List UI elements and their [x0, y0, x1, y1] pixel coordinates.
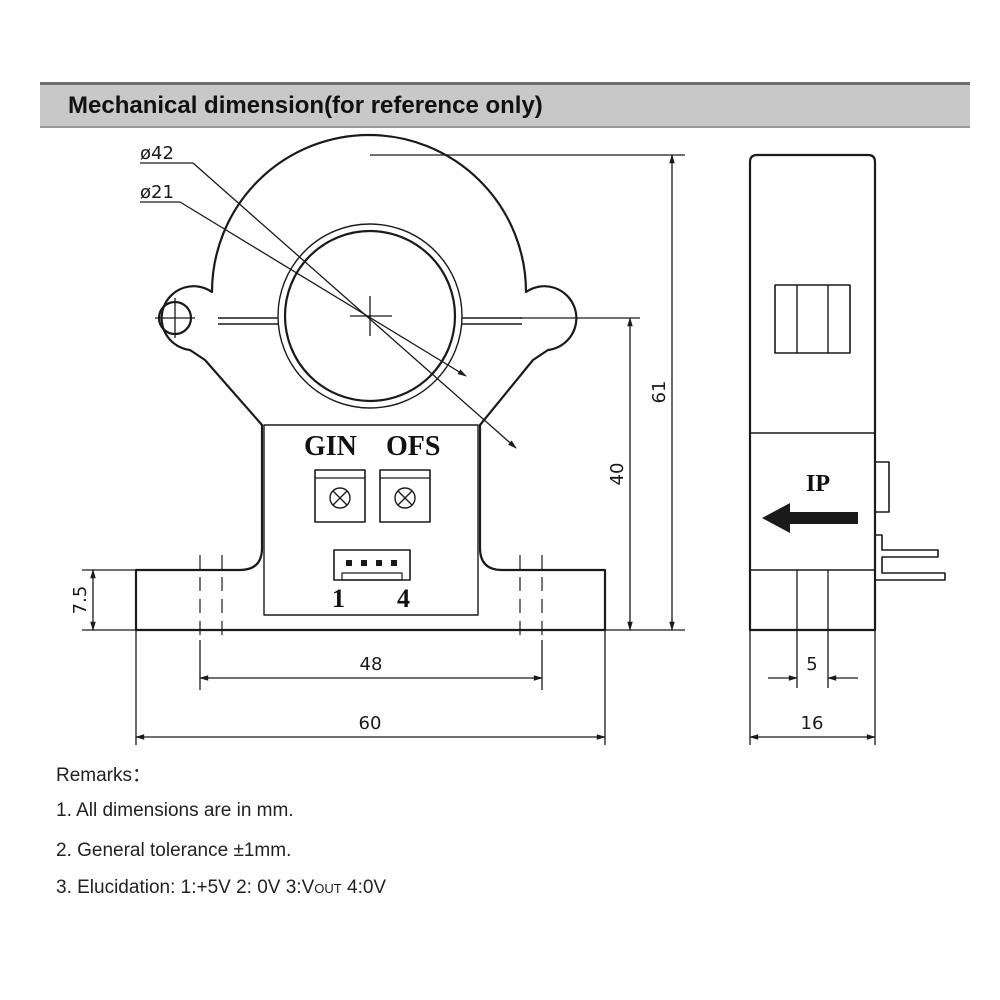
dim-base-height: 7.5 — [70, 586, 91, 615]
dim-pin-width: 5 — [806, 654, 817, 675]
dim-width: 60 — [359, 713, 382, 734]
ofs-trimmer — [379, 469, 431, 523]
current-direction-arrow — [762, 503, 858, 533]
pin-1-label: 1 — [332, 584, 345, 613]
inner-aperture-rim — [277, 223, 463, 409]
pcb-panel — [263, 424, 479, 616]
inner-aperture — [283, 229, 457, 403]
dim-height-total: 61 — [649, 381, 670, 404]
remark-line-3-sub: OUT — [314, 881, 342, 896]
remark-line-3: 3. Elucidation: 1:+5V 2: 0V 3:VOUT 4:0V — [56, 877, 386, 899]
remark-line-1: 1. All dimensions are in mm. — [56, 800, 294, 821]
outer-diameter-label: ø42 — [140, 143, 174, 164]
remark-line-3-suffix: 4:0V — [341, 877, 387, 898]
front-body-outline — [134, 133, 607, 632]
header-title: Mechanical dimension(for reference only) — [68, 92, 543, 119]
pin-4-label: 4 — [397, 584, 410, 613]
remarks-heading: Remarks： — [56, 765, 152, 786]
inner-diameter-label: ø21 — [140, 182, 174, 203]
header-bar: Mechanical dimension(for reference only) — [40, 82, 970, 128]
ip-label: IP — [806, 471, 830, 497]
gin-trimmer — [314, 469, 366, 523]
dim-hole-spacing: 48 — [360, 654, 383, 675]
side-label-block — [774, 284, 851, 354]
ofs-label: OFS — [386, 431, 440, 462]
dim-depth: 16 — [801, 713, 824, 734]
side-body-outline — [748, 153, 877, 632]
remark-line-3-prefix: 3. Elucidation: 1:+5V 2: 0V 3:V — [56, 877, 315, 898]
remark-line-2: 2. General tolerance ±1mm. — [56, 840, 292, 861]
gin-label: GIN — [304, 431, 357, 462]
dim-height-center: 40 — [607, 463, 628, 486]
connector — [333, 549, 411, 581]
